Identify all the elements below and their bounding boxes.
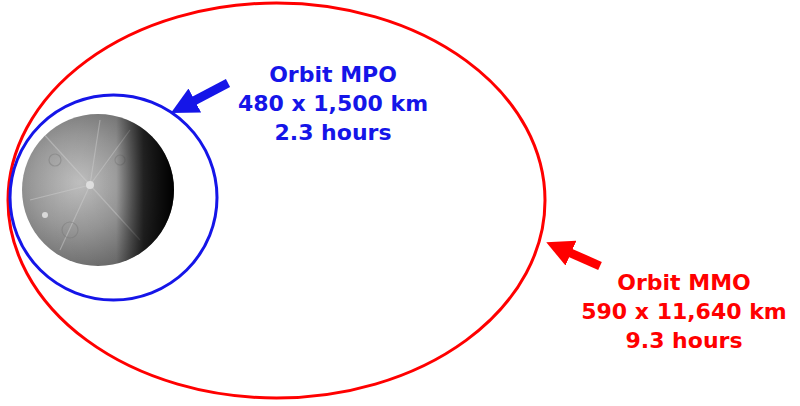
mercury-planet (22, 114, 174, 266)
pointer-arrow (190, 83, 228, 103)
orbit-label: 480 x 1,500 km (238, 91, 428, 117)
orbit-label: 9.3 hours (625, 328, 742, 354)
mpo-orbit (10, 95, 217, 300)
orbit-label: Orbit MPO (269, 62, 397, 88)
orbit-label: 2.3 hours (274, 120, 391, 146)
orbit-label: Orbit MMO (617, 270, 751, 296)
orbit-label: 590 x 11,640 km (581, 299, 787, 325)
pointer-arrow (566, 251, 600, 266)
mmo-orbit (8, 3, 545, 398)
